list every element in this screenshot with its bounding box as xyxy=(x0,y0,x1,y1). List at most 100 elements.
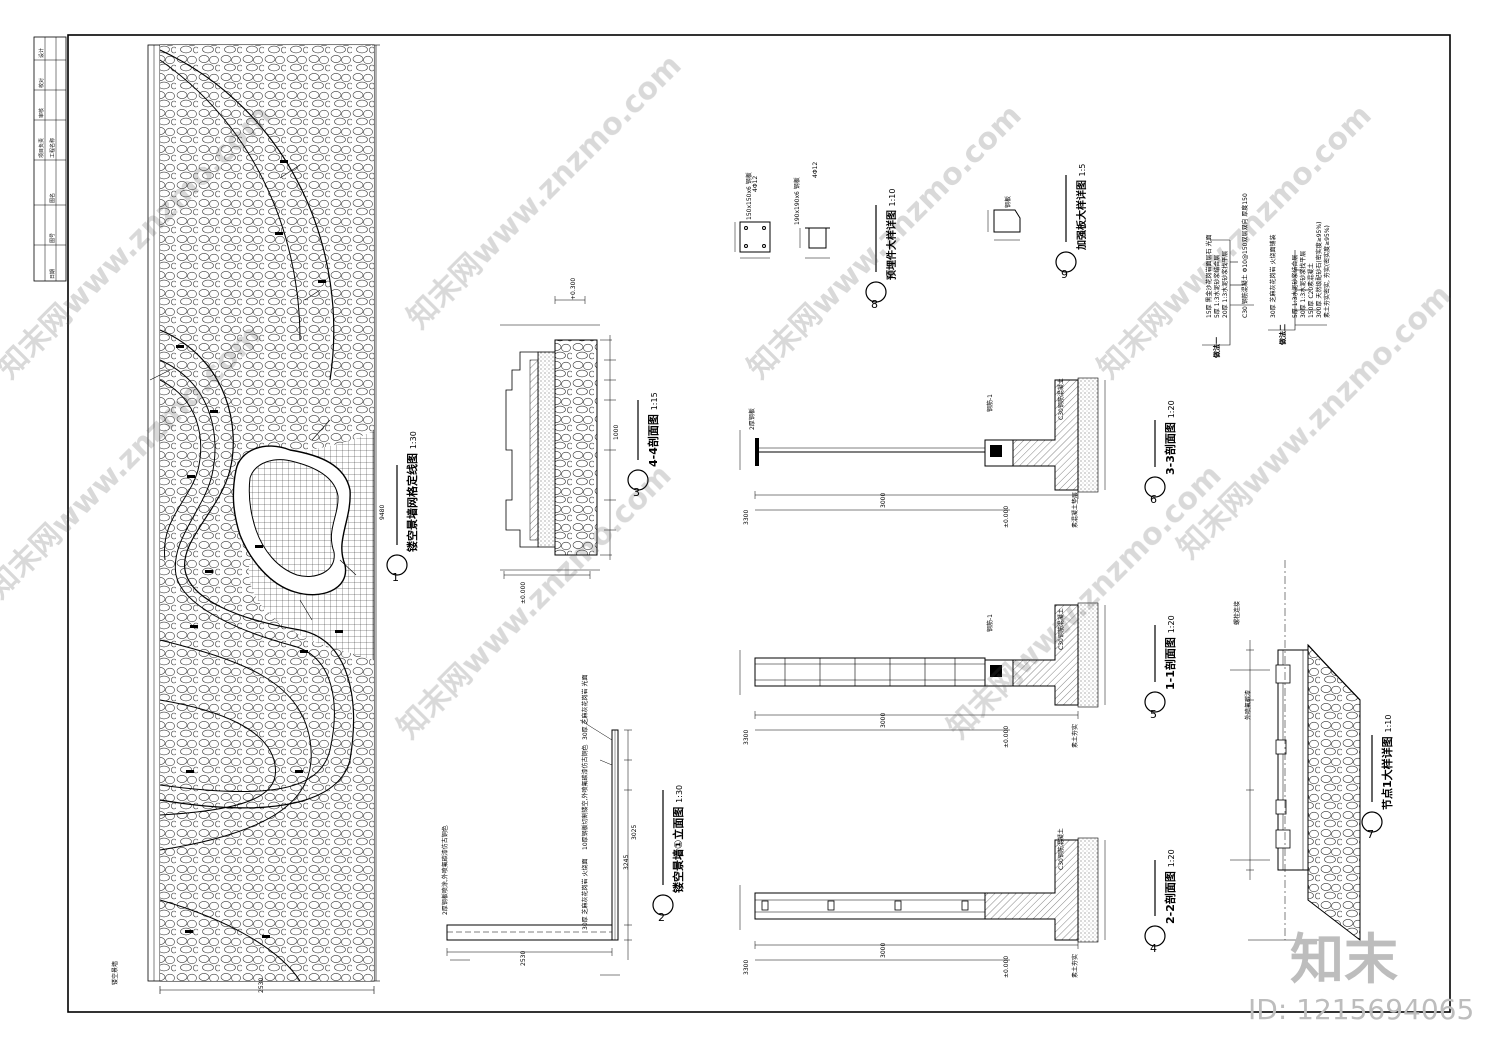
tb-number: 图号 xyxy=(50,232,56,243)
notes-1-title: 做法一 xyxy=(1213,337,1221,358)
view-7-title-scale: 1:10 xyxy=(1384,714,1393,733)
brand-logo: 知末 xyxy=(1290,928,1398,991)
notes-1-line-4: C30 钢筋混凝土 Φ10@150双层双向 厚度150 xyxy=(1242,193,1249,318)
dim-sec6-span: 3000 xyxy=(880,492,887,508)
embedded-plate-detail xyxy=(734,221,830,259)
view-2-num: 2 xyxy=(658,911,665,924)
wall-label: 镂空景墙 xyxy=(112,960,119,985)
dim-sec6-h: 3300 xyxy=(743,509,750,525)
view-7-number-circle xyxy=(1361,811,1383,833)
drawing-border xyxy=(67,34,1451,1013)
notes-2-title: 做法二 xyxy=(1279,324,1287,345)
node-note-2: 外喷氟碳漆 xyxy=(1245,689,1252,720)
view-6-title: 3-3剖面图 1:20 xyxy=(1162,400,1178,475)
tb-drawing: 图名 xyxy=(50,192,56,203)
view-7-num: 7 xyxy=(1367,828,1374,841)
dim-elev-h1: 3025 xyxy=(631,824,638,840)
notes-2-line-6: 素土夯实密实, 夯实(密实度≥95%) xyxy=(1324,225,1331,318)
rebar-2-label: 4Φ12 xyxy=(812,161,819,178)
elev-note-3: 30厚 芝麻灰花岗岩 火烧面 xyxy=(582,858,589,930)
dim-grid-width: 2530 xyxy=(258,977,265,993)
watermark-text-7: 知末网www.znzmo.com xyxy=(1091,98,1379,386)
view-4-title-name: 2-2剖面图 xyxy=(1164,871,1177,924)
view-4-title: 2-2剖面图 1:20 xyxy=(1162,849,1178,924)
elevation-view xyxy=(446,719,632,976)
title-block xyxy=(33,36,67,282)
sec4-note-concrete: C30钢筋混凝土 xyxy=(1058,828,1065,870)
view-8-title-name: 预埋件大样详图 xyxy=(887,210,898,280)
elev-note-4: 30厚 芝麻灰花岗岩 光面 xyxy=(582,674,589,740)
view-3-title-name: 4-4剖面图 xyxy=(647,414,660,467)
view-2-title: 镂空景墙①立面图 1:30 xyxy=(670,785,686,893)
view-1-title-name: 镂空景墙网格定线图 xyxy=(406,453,419,552)
tb-check: 校对 xyxy=(39,77,45,88)
node-note-1: 螺栓连接 xyxy=(1234,600,1241,625)
sec5-note-rebar: 钢筋-1 xyxy=(987,614,994,632)
view-3-title-scale: 1:15 xyxy=(650,392,659,411)
view-1-number-circle xyxy=(386,554,408,576)
view-5-title-scale: 1:20 xyxy=(1167,615,1176,634)
dim-elev-w: 2530 xyxy=(520,950,527,966)
elev-note-2: 10厚钢板切割镂空,外喷氟碳漆仿古铜色 xyxy=(582,744,589,850)
grid-plan-view xyxy=(147,44,380,994)
section-1-1-view xyxy=(739,602,1106,731)
material-notes-leaders xyxy=(1202,239,1327,346)
tb-lead: 项目负责 xyxy=(39,137,45,158)
view-4-num: 4 xyxy=(1150,942,1157,955)
notes-2-line-1: 30厚 芝麻灰花岗岩 火烧面铺装 xyxy=(1270,234,1277,318)
view-4-number-circle xyxy=(1144,925,1166,947)
section-3-3-view xyxy=(739,377,1106,511)
node-1-detail-view xyxy=(1230,560,1361,942)
dim-sec5-base: ±0.000 xyxy=(1003,725,1010,748)
view-5-title: 1-1剖面图 1:20 xyxy=(1162,615,1178,690)
view-5-num: 5 xyxy=(1150,708,1157,721)
view-2-title-scale: 1:30 xyxy=(675,784,684,803)
sec6-note-plate: 2厚钢板 xyxy=(749,408,756,430)
tb-design: 设计 xyxy=(39,47,45,58)
stiffener-plate-detail xyxy=(987,209,1021,241)
view-8-title-scale: 1:10 xyxy=(888,188,897,207)
view-9-title: 加强板大样详图 1:5 xyxy=(1073,164,1088,250)
tb-date: 日期 xyxy=(50,268,56,279)
stiffener-note: 钢板 xyxy=(1005,195,1012,208)
view-6-number-circle xyxy=(1144,476,1166,498)
view-1-title: 镂空景墙网格定线图 1:30 xyxy=(404,431,420,552)
sec6-note-rebar: 钢筋-1 xyxy=(987,394,994,412)
dim-sec5-span: 3000 xyxy=(880,712,887,728)
view-9-title-scale: 1:5 xyxy=(1078,163,1087,177)
view-9-number-circle xyxy=(1055,251,1077,273)
sec6-note-concrete: C30钢筋混凝土 xyxy=(1058,378,1065,420)
watermark-text-3: 知末网www.znzmo.com xyxy=(401,48,689,336)
view-2-number-circle xyxy=(652,894,674,916)
sec6-note-base: 素混凝土垫层 xyxy=(1072,491,1079,528)
view-5-title-name: 1-1剖面图 xyxy=(1164,637,1177,690)
view-1-num: 1 xyxy=(392,571,399,584)
view-6-title-name: 3-3剖面图 xyxy=(1164,422,1177,475)
tb-project: 工程名称 xyxy=(50,137,56,158)
section-2-2-view xyxy=(739,837,1106,961)
dim-grid-height: 9480 xyxy=(379,504,386,520)
view-3-num: 3 xyxy=(633,486,640,499)
dim-sec3-w: 1000 xyxy=(613,424,620,440)
sec5-note-concrete: C30钢筋混凝土 xyxy=(1058,608,1065,650)
tb-review: 审核 xyxy=(39,107,45,118)
dim-sec6-base: ±0.000 xyxy=(1003,505,1010,528)
view-4-title-scale: 1:20 xyxy=(1167,849,1176,868)
view-1-title-scale: 1:30 xyxy=(409,431,418,450)
view-5-number-circle xyxy=(1144,691,1166,713)
dim-sec5-h: 3300 xyxy=(743,729,750,745)
view-6-num: 6 xyxy=(1150,493,1157,506)
view-9-num: 9 xyxy=(1061,268,1068,281)
view-2-title-name: 镂空景墙①立面图 xyxy=(672,806,685,893)
image-id: ID: 1215694065 xyxy=(1248,993,1475,1026)
view-8-number-circle xyxy=(865,281,887,303)
view-3-number-circle xyxy=(627,469,649,491)
view-7-title-name: 节点1大样详图 xyxy=(1381,736,1394,810)
sec4-note-base: 素土夯实 xyxy=(1072,953,1079,978)
dim-sec3-top: +0.300 xyxy=(570,277,577,300)
rebar-1-label: 4Φ12 xyxy=(752,175,759,192)
watermark-text-8: 知末网www.znzmo.com xyxy=(1171,278,1459,566)
elev-note-1: 2厚钢板喷涂,外喷氟碳漆仿古铜色 xyxy=(442,825,449,915)
dim-sec3-bot: ±0.000 xyxy=(520,581,527,604)
